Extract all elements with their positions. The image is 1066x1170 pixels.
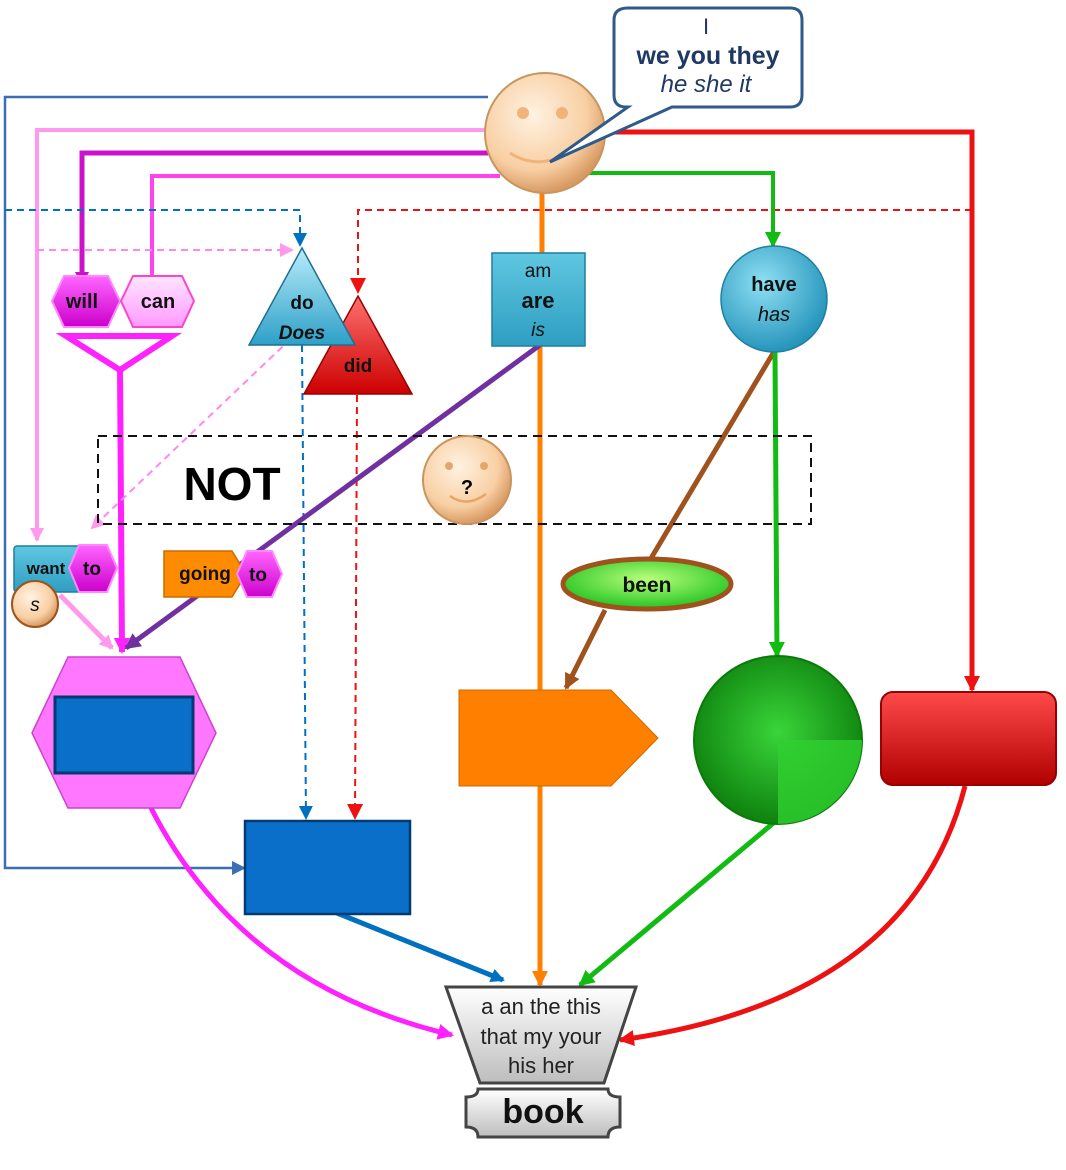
am-label: am: [525, 261, 551, 282]
not-label: NOT: [183, 458, 280, 510]
green-connector-have: [585, 171, 781, 248]
determiner-line-2: that my your: [480, 1024, 601, 1049]
subject-face-icon: [484, 72, 606, 194]
orange-arrow-slot: [458, 689, 659, 787]
magenta-connector-hexagon: [55, 333, 183, 374]
have-circle: [720, 245, 828, 353]
question-face-eye-left: [445, 462, 453, 470]
face-eye-left: [517, 107, 529, 119]
going-box: [163, 550, 247, 598]
determiner-line-3: his her: [508, 1053, 574, 1078]
has-label: has: [758, 304, 790, 326]
can-hexagon: [119, 275, 196, 328]
been-label: been: [622, 574, 671, 597]
s-circle: [11, 580, 59, 628]
red-connector: [600, 129, 980, 692]
green-connector-book: [578, 818, 779, 987]
question-face-mouth: [449, 492, 487, 503]
been-ellipse: [560, 556, 734, 612]
do-label: do: [290, 293, 313, 314]
are-label: are: [521, 288, 554, 313]
purple-connector-will: [75, 150, 488, 286]
red-dashed-connector-did: [350, 209, 972, 294]
does-label: Does: [279, 323, 325, 344]
question-face-icon: [422, 435, 512, 525]
determiner-line-1: a an the this: [481, 994, 601, 1019]
magenta-curve-book: [147, 804, 454, 1040]
going-to-label: to: [249, 565, 267, 586]
blue-rectangle-slot: [243, 819, 412, 916]
be-forms-box: [491, 252, 586, 347]
will-label: will: [65, 291, 98, 313]
did-label: did: [344, 356, 373, 377]
question-mark: ?: [461, 477, 473, 499]
question-face-eye-right: [480, 462, 488, 470]
not-box: [97, 435, 812, 525]
book-plaque: [464, 1087, 622, 1139]
blue-dashed-connector-do: [5, 209, 307, 247]
pink-connector-hexagon: [58, 593, 114, 650]
red-dashed-connector-down: [347, 394, 364, 820]
s-label: s: [30, 595, 40, 616]
face-eye-right: [556, 107, 568, 119]
pronoun-i: I: [703, 14, 709, 39]
magenta-connector-can: [147, 174, 500, 286]
blue-connector-book: [336, 910, 505, 983]
pink-connector-want: [30, 128, 488, 542]
pronoun-plural: we you they: [635, 42, 779, 70]
green-connector-circle: [768, 351, 785, 658]
brown-connector: [566, 348, 778, 688]
want-to-hexagon: [67, 544, 119, 593]
pronoun-third-person: he she it: [661, 71, 753, 98]
blue-dashed-connector-down: [298, 344, 313, 820]
blue-loop-connector: [3, 95, 488, 875]
want-to-label: to: [83, 559, 101, 580]
green-circle-quadrant: [778, 740, 862, 824]
want-label: want: [26, 559, 66, 578]
pronoun-speech-bubble: [549, 6, 804, 164]
do-triangle: [247, 246, 357, 346]
magenta-vertical-connector: [113, 367, 130, 654]
going-label: going: [179, 564, 231, 585]
blue-slot-in-hexagon: [53, 695, 195, 775]
determiner-funnel: [443, 985, 639, 1085]
can-label: can: [141, 291, 175, 313]
red-rectangle-slot: [880, 691, 1057, 786]
red-curve-book: [618, 785, 968, 1047]
is-label: is: [531, 320, 545, 341]
going-to-hexagon: [235, 550, 284, 598]
have-label: have: [751, 274, 797, 296]
book-label: book: [502, 1093, 583, 1131]
